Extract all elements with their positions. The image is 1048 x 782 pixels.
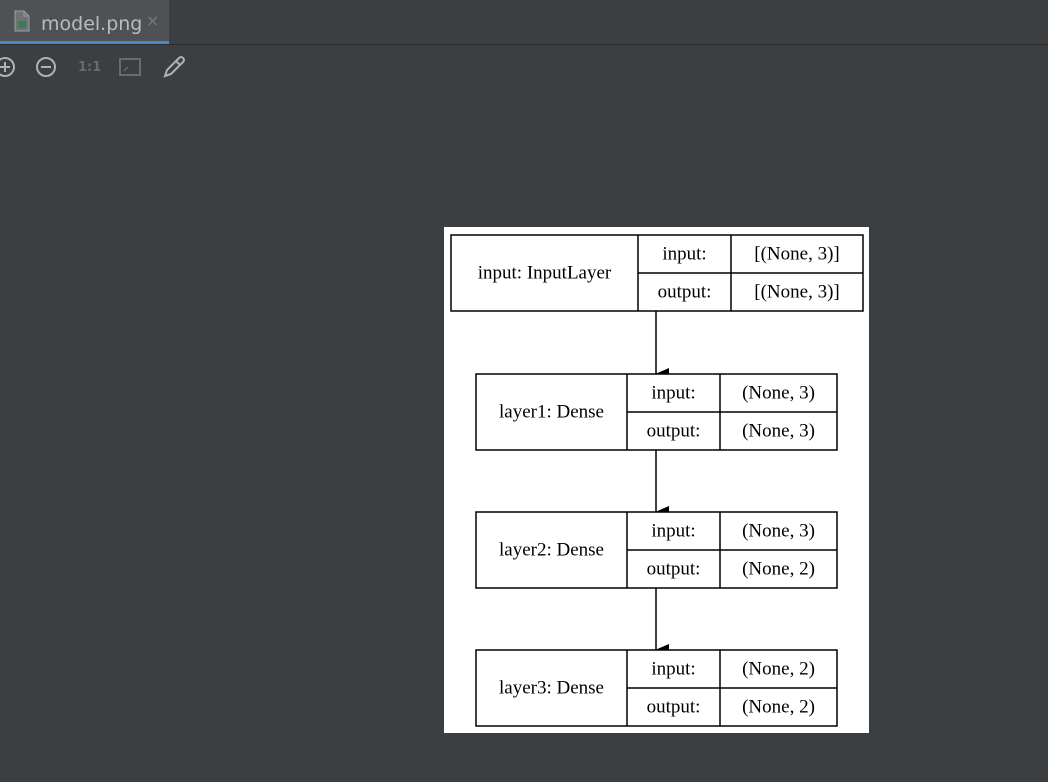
input-label: input: <box>651 659 695 680</box>
image-viewer-toolbar: 1:1 <box>0 54 220 82</box>
model-diagram: input: InputLayer input: output: [(None, 3)… <box>450 234 864 727</box>
layer-node: input: InputLayer input: output: [(None, 3)… <box>450 234 864 312</box>
tab-model-png[interactable]: model.png × <box>0 0 169 44</box>
input-shape: (None, 3) <box>742 521 815 542</box>
layer-name: layer3: Dense <box>499 678 604 699</box>
output-label: output: <box>658 282 712 303</box>
editor-tab-bar: model.png × <box>0 0 1048 45</box>
output-shape: [(None, 3)] <box>754 282 839 303</box>
output-label: output: <box>647 559 701 580</box>
input-shape: (None, 2) <box>742 659 815 680</box>
image-canvas: input: InputLayer input: output: [(None, 3)… <box>444 227 869 733</box>
output-shape: (None, 3) <box>742 421 815 442</box>
layer-name: input: InputLayer <box>478 263 612 284</box>
output-label: output: <box>647 697 701 718</box>
fit-to-window-icon[interactable] <box>117 54 143 80</box>
diagram-nodes: input: InputLayer input: output: [(None, 3)… <box>450 234 864 727</box>
output-shape: (None, 2) <box>742 559 815 580</box>
input-shape: [(None, 3)] <box>754 244 839 265</box>
layer-node: layer2: Dense input: output: (None, 3) (None… <box>475 511 838 589</box>
input-label: input: <box>651 383 695 404</box>
tab-label: model.png <box>41 13 143 35</box>
layer-node: layer3: Dense input: output: (None, 2) (None… <box>475 649 838 727</box>
eyedropper-icon[interactable] <box>161 54 187 80</box>
close-icon[interactable]: × <box>146 11 160 30</box>
input-label: input: <box>651 521 695 542</box>
output-label: output: <box>647 421 701 442</box>
output-shape: (None, 2) <box>742 697 815 718</box>
input-label: input: <box>662 244 706 265</box>
zoom-in-icon[interactable] <box>0 54 18 80</box>
actual-size-button[interactable]: 1:1 <box>78 60 102 75</box>
layer-name: layer1: Dense <box>499 402 604 423</box>
input-shape: (None, 3) <box>742 383 815 404</box>
layer-name: layer2: Dense <box>499 540 604 561</box>
layer-node: layer1: Dense input: output: (None, 3) (None… <box>475 373 838 451</box>
image-file-icon <box>13 10 31 32</box>
zoom-out-icon[interactable] <box>33 54 59 80</box>
